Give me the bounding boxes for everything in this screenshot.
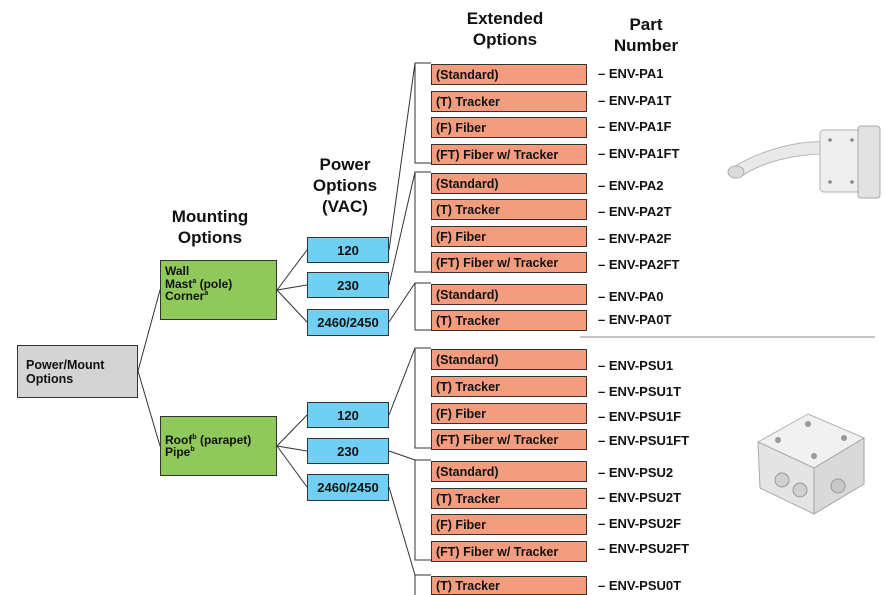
part-number-label: – ENV-PA0	[598, 289, 664, 304]
part-number-label: – ENV-PSU2T	[598, 490, 682, 505]
part-number-label: – ENV-PA2T	[598, 204, 672, 219]
power-mount-options-box: Power/Mount Options	[17, 345, 138, 398]
extended-option-box: (F) Fiber	[431, 226, 587, 247]
extended-options-header-line2: Options	[472, 30, 538, 49]
part-number-header-line2: Number	[613, 36, 679, 55]
extended-option-box: (FT) Fiber w/ Tracker	[431, 144, 587, 165]
part-number-label: – ENV-PSU1FT	[598, 433, 690, 448]
part-number-label: – ENV-PA0T	[598, 312, 672, 327]
mounting-options-header-line1: Mounting	[171, 207, 249, 226]
extended-option-box: (Standard)	[431, 173, 587, 194]
mount-wall-line1: Wall	[165, 264, 190, 278]
part-number-label: – ENV-PSU1F	[598, 409, 682, 424]
extended-option-box: (Standard)	[431, 284, 587, 305]
mount-roof-line2: Pipeb	[165, 445, 195, 459]
extended-option-box: (F) Fiber	[431, 514, 587, 535]
extended-option-box: (F) Fiber	[431, 403, 587, 424]
power-120-bottom: 120	[307, 402, 389, 428]
extended-option-box: (T) Tracker	[431, 199, 587, 220]
root-label-line2: Options	[26, 371, 74, 386]
extended-options-header-line1: Extended	[466, 9, 544, 28]
extended-option-box: (FT) Fiber w/ Tracker	[431, 429, 587, 450]
part-number-label: – ENV-PA1	[598, 66, 664, 81]
part-number-label: – ENV-PSU1	[598, 358, 674, 373]
mount-wall-line3: Cornera	[165, 289, 209, 303]
mount-roof-box: Roofb (parapet) Pipeb	[160, 416, 277, 476]
mount-wall-box: Wall Masta (pole) Cornera	[160, 260, 277, 320]
power-2460-top: 2460/2450	[307, 309, 389, 336]
extended-option-box: (T) Tracker	[431, 310, 587, 331]
power-2460-bottom: 2460/2450	[307, 474, 389, 501]
extended-option-box: (T) Tracker	[431, 91, 587, 112]
part-number-label: – ENV-PA2FT	[598, 257, 680, 272]
part-number-header-line1: Part	[629, 15, 663, 34]
extended-option-box: (Standard)	[431, 64, 587, 85]
power-230-bottom: 230	[307, 438, 389, 464]
part-number-label: – ENV-PA1F	[598, 119, 672, 134]
extended-option-box: (T) Tracker	[431, 376, 587, 397]
root-label-line1: Power/Mount	[26, 357, 105, 372]
extended-options-header: Extended Options	[440, 8, 570, 50]
part-number-label: – ENV-PA2	[598, 178, 664, 193]
mounting-options-header-line2: Options	[177, 228, 243, 247]
junction-box-image	[756, 413, 866, 515]
wall-arm-mount-image	[727, 125, 881, 199]
extended-option-box: (Standard)	[431, 349, 587, 370]
part-number-header: Part Number	[596, 14, 696, 56]
extended-option-box: (F) Fiber	[431, 117, 587, 138]
extended-option-box: (FT) Fiber w/ Tracker	[431, 252, 587, 273]
part-number-label: – ENV-PA2F	[598, 231, 672, 246]
part-number-label: – ENV-PSU0T	[598, 578, 682, 593]
power-options-header-line3: (VAC)	[322, 197, 368, 216]
extended-option-box: (T) Tracker	[431, 488, 587, 509]
mounting-options-header: Mounting Options	[150, 206, 270, 248]
extended-option-box: (T) Tracker	[431, 576, 587, 595]
power-options-header-line1: Power	[319, 155, 371, 174]
part-number-label: – ENV-PSU2FT	[598, 541, 690, 556]
power-options-header-line2: Options	[312, 176, 378, 195]
part-number-label: – ENV-PSU2F	[598, 516, 682, 531]
extended-option-box: (Standard)	[431, 461, 587, 482]
mount-wall-line2: Masta (pole)	[165, 276, 233, 291]
mount-roof-line1: Roofb (parapet)	[165, 432, 252, 447]
part-number-label: – ENV-PSU1T	[598, 384, 682, 399]
part-number-label: – ENV-PA1FT	[598, 146, 680, 161]
extended-option-box: (FT) Fiber w/ Tracker	[431, 541, 587, 562]
part-number-label: – ENV-PA1T	[598, 93, 672, 108]
power-230-top: 230	[307, 272, 389, 298]
power-120-top: 120	[307, 237, 389, 263]
power-options-header: Power Options (VAC)	[290, 154, 400, 217]
part-number-label: – ENV-PSU2	[598, 465, 674, 480]
